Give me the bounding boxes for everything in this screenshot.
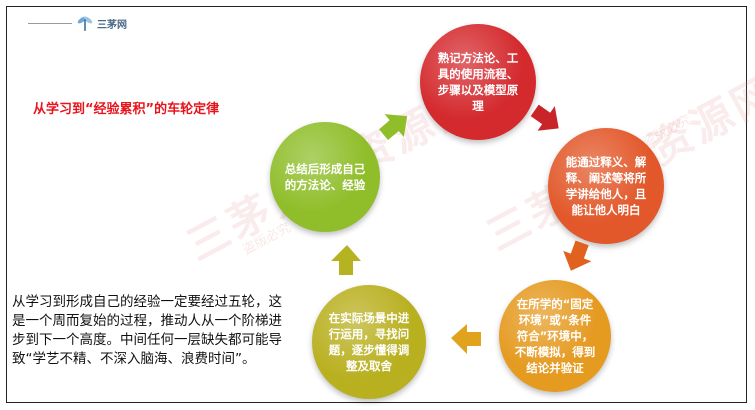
arrow-icon (530, 104, 559, 131)
arrow-icon (379, 114, 408, 141)
node-label: 总结后形成自己的方法论、经验 (284, 162, 366, 192)
page-title: 从学习到“经验累积”的车轮定律 (33, 102, 220, 117)
arrow-icon (563, 240, 592, 271)
cycle-node-simulate: 在所学的“固定环境”或“条件符合”环境中，不断模拟，得到结论并验证 (499, 280, 611, 392)
cycle-node-practice: 在实际场景中进行运用，寻找问题，逐步懂得调整及取舍 (312, 285, 426, 399)
cycle-node-summarize: 总结后形成自己的方法论、经验 (270, 122, 380, 232)
arrow-icon (451, 324, 481, 354)
arrow-icon (331, 245, 361, 275)
cycle-node-memorize: 熟记方法论、工具的使用流程、步骤以及模型原理 (420, 24, 536, 140)
dragonfly-icon (77, 16, 93, 31)
node-label: 在实际场景中进行运用，寻找问题，逐步懂得调整及取舍 (328, 311, 410, 373)
description-text: 从学习到形成自己的经验一定要经过五轮，这是一个周而复始的过程，推动人从一个阶梯进… (12, 294, 282, 367)
node-label: 能通过释义、解释、阐述等将所学讲给他人，且能让他人明白 (565, 155, 647, 217)
node-label: 熟记方法论、工具的使用流程、步骤以及模型原理 (437, 51, 519, 113)
logo-text: 三茅网 (97, 19, 127, 31)
logo-divider (28, 22, 72, 24)
node-label: 在所学的“固定环境”或“条件符合”环境中，不断模拟，得到结论并验证 (514, 297, 596, 375)
cycle-node-explain: 能通过释义、解释、阐述等将所学讲给他人，且能让他人明白 (548, 128, 664, 244)
logo: 三茅网 (28, 14, 127, 32)
